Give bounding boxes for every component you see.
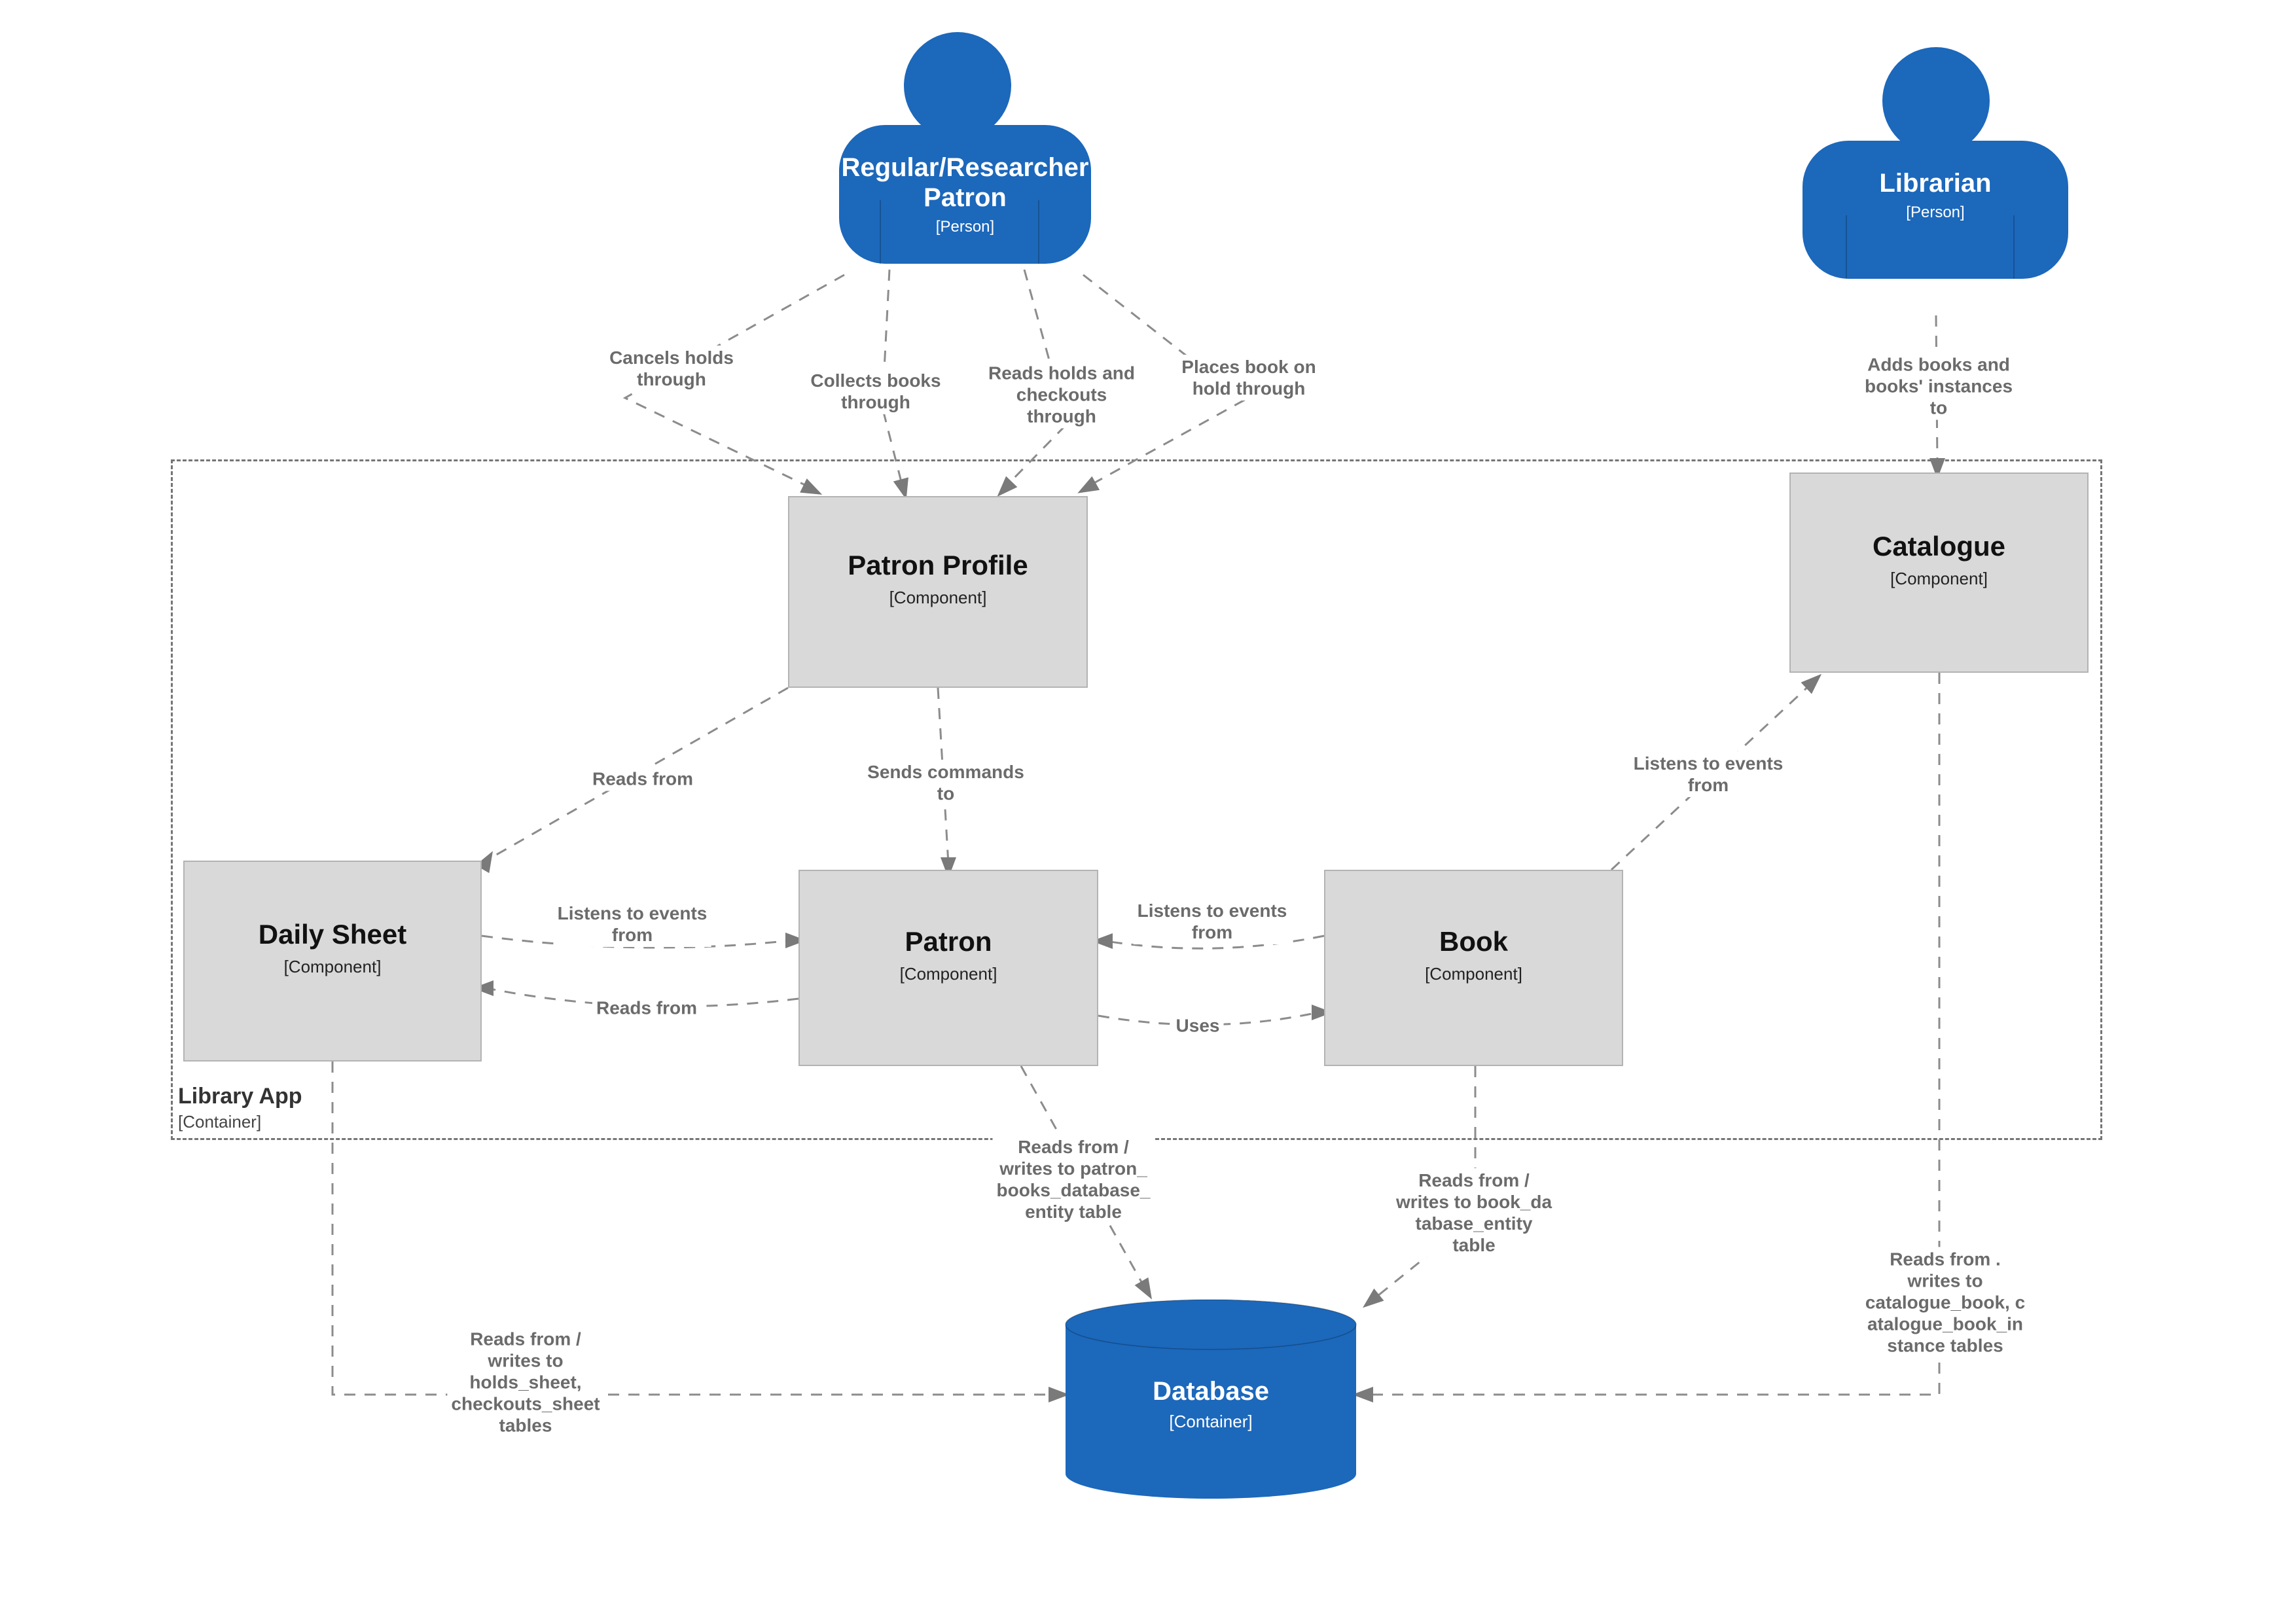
component-title: Patron bbox=[905, 925, 992, 957]
edge-label-adds-books: Adds books and books' instances to bbox=[1860, 352, 2017, 420]
component-type: [Component] bbox=[1890, 568, 1988, 588]
person-name: Regular/Researcher Patron bbox=[841, 153, 1089, 212]
person-head-icon bbox=[904, 32, 1011, 139]
edge-label-patron-db: Reads from / writes to patron_ books_dat… bbox=[992, 1134, 1155, 1224]
edge-label-reads-from-upper: Reads from bbox=[588, 766, 698, 791]
arm-seam bbox=[880, 200, 881, 264]
edge-label-sends-commands: Sends commands to bbox=[863, 759, 1028, 806]
person-head-icon bbox=[1882, 47, 1990, 154]
person-name: Librarian bbox=[1879, 169, 1992, 198]
database-type: [Container] bbox=[1169, 1412, 1253, 1431]
database-cylinder-icon bbox=[1065, 1299, 1357, 1499]
component-type: [Component] bbox=[283, 957, 382, 976]
edge-label-catalogue-db: Reads from . writes to catalogue_book, c… bbox=[1861, 1247, 2030, 1358]
library-app-label: Library App [Container] bbox=[178, 1084, 302, 1132]
person-torso: Librarian [Person] bbox=[1803, 141, 2068, 279]
boundary-title: Library App bbox=[178, 1084, 302, 1109]
edge-dailysheet-patron bbox=[481, 935, 793, 949]
edge-label-collects-books: Collects books through bbox=[806, 368, 945, 415]
person-regular-researcher-patron[interactable]: Regular/Researcher Patron [Person] bbox=[839, 32, 1091, 264]
component-title: Book bbox=[1439, 925, 1508, 957]
edge-catalogue-db bbox=[1368, 673, 1941, 1396]
component-daily-sheet[interactable]: Daily Sheet [Component] bbox=[183, 861, 482, 1061]
edge-book-catalogue bbox=[1610, 683, 1812, 871]
database-title: Database bbox=[1153, 1377, 1269, 1406]
edge-cancels-holds bbox=[622, 274, 845, 488]
container-database[interactable]: Database [Container] bbox=[1059, 1298, 1363, 1501]
edge-label-cancels-holds: Cancels holds through bbox=[605, 345, 738, 392]
person-torso: Regular/Researcher Patron [Person] bbox=[839, 125, 1091, 264]
component-type: [Component] bbox=[899, 963, 997, 984]
component-type: [Component] bbox=[889, 588, 987, 607]
edge-collects-books bbox=[881, 269, 903, 485]
person-librarian[interactable]: Librarian [Person] bbox=[1803, 47, 2068, 279]
edge-librarian-catalogue bbox=[1935, 315, 1939, 465]
arm-seam bbox=[2013, 215, 2015, 279]
person-type: [Person] bbox=[1906, 204, 1965, 221]
arrowheads bbox=[473, 458, 1945, 1402]
boundary-type: [Container] bbox=[178, 1112, 262, 1132]
edge-label-places-book: Places book on hold through bbox=[1177, 354, 1320, 401]
edge-label-book-db: Reads from / writes to book_da tabase_en… bbox=[1391, 1168, 1556, 1258]
edge-patron-dailysheet bbox=[486, 987, 799, 1008]
edge-dailysheet-db bbox=[331, 1061, 1054, 1396]
edge-label-dailysheet-db: Reads from / writes to holds_sheet, chec… bbox=[447, 1327, 604, 1438]
arm-seam bbox=[1846, 215, 1847, 279]
component-patron-profile[interactable]: Patron Profile [Component] bbox=[788, 496, 1088, 688]
component-title: Catalogue bbox=[1872, 530, 2006, 562]
component-title: Patron Profile bbox=[848, 550, 1028, 580]
component-type: [Component] bbox=[1425, 963, 1522, 984]
person-type: [Person] bbox=[935, 218, 995, 236]
component-catalogue[interactable]: Catalogue [Component] bbox=[1789, 473, 2089, 673]
edge-label-listens-dailysheet-patron: Listens to events from bbox=[553, 901, 711, 948]
component-book[interactable]: Book [Component] bbox=[1324, 870, 1623, 1066]
component-title: Daily Sheet bbox=[258, 919, 407, 950]
edge-label-reads-holds: Reads holds and checkouts through bbox=[984, 361, 1139, 429]
edge-book-patron-listens bbox=[1105, 935, 1325, 950]
arm-seam bbox=[1038, 200, 1039, 264]
component-patron[interactable]: Patron [Component] bbox=[798, 870, 1098, 1066]
edge-label-reads-from-lower: Reads from bbox=[592, 995, 702, 1020]
edge-label-listens-book-catalogue: Listens to events from bbox=[1629, 751, 1787, 798]
edge-label-listens-book-patron: Listens to events from bbox=[1133, 898, 1291, 945]
edge-label-uses: Uses bbox=[1172, 1013, 1224, 1038]
